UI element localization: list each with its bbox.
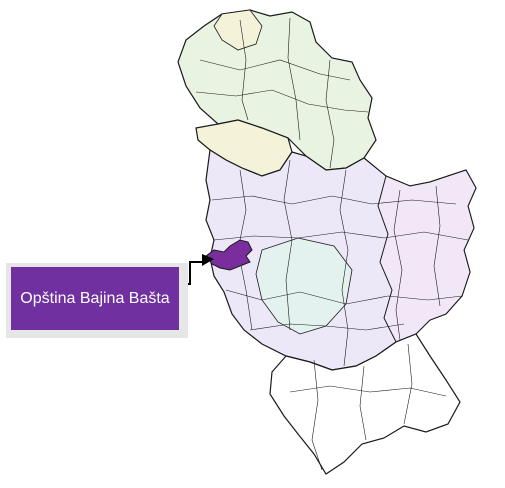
border-line-14 — [433, 185, 441, 307]
border-line-3 — [239, 19, 249, 121]
border-line-5 — [325, 59, 335, 169]
border-line-7 — [213, 231, 469, 241]
border-line-9 — [249, 323, 405, 331]
municipality-callout-label: Opština Bajina Bašta — [11, 267, 179, 330]
border-line-2 — [195, 89, 369, 113]
region-east — [377, 169, 477, 343]
border-line-8 — [225, 289, 463, 305]
border-line-1 — [199, 59, 351, 81]
border-line-16 — [311, 359, 323, 471]
region-south — [269, 333, 461, 475]
callout-text: Opština Bajina Bašta — [20, 289, 170, 307]
border-line-11 — [283, 159, 293, 331]
border-line-12 — [339, 169, 349, 367]
south-area — [269, 333, 461, 475]
east-area — [377, 169, 477, 343]
region-vojvodina — [177, 9, 377, 171]
municipality-borders — [195, 17, 469, 471]
border-line-4 — [287, 17, 301, 141]
leader-arrowhead-icon — [202, 254, 214, 266]
border-line-18 — [403, 343, 413, 425]
border-line-17 — [359, 365, 367, 441]
vojvodina-north-yellow — [213, 9, 263, 51]
border-line-6 — [211, 195, 457, 205]
border-line-13 — [393, 189, 403, 341]
bajina-basta-municipality-highlight — [205, 239, 253, 271]
